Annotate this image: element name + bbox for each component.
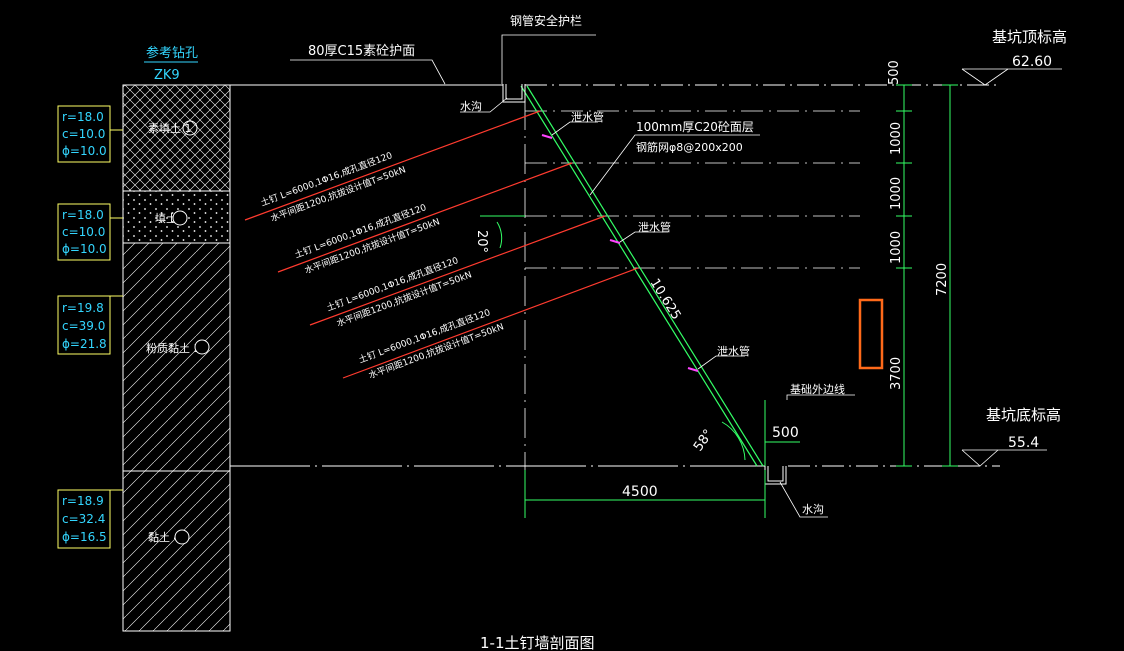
top-elev-title: 基坑顶标高 — [992, 28, 1067, 46]
dim-1000-c: 1000 — [889, 231, 904, 264]
section-title: 1-1土钉墙剖面图 — [480, 634, 595, 651]
svg-text:r=19.8: r=19.8 — [62, 301, 104, 315]
shotcrete-leader — [589, 134, 760, 196]
slope-face — [520, 85, 764, 467]
ditch-bottom-label: 水沟 — [802, 503, 824, 516]
angle-20-label: 20° — [474, 230, 489, 253]
railing-leader — [501, 34, 596, 84]
nail-row-guides — [525, 110, 860, 269]
excavation-leader — [786, 394, 855, 400]
layer-4-hatch — [122, 470, 231, 632]
layer-1-hatch — [122, 84, 231, 192]
ditch-bottom-leader — [779, 481, 828, 518]
svg-text:c=39.0: c=39.0 — [62, 319, 105, 333]
svg-text:ϕ=21.8: ϕ=21.8 — [62, 337, 107, 351]
layer-3-hatch — [122, 242, 231, 472]
dim-horizontal-500 — [764, 400, 800, 466]
excavation-label: 基础外边线 — [790, 382, 845, 396]
selection-marker[interactable] — [858, 298, 884, 370]
bottom-elevation-mark: 基坑底标高 55.4 — [961, 406, 1061, 467]
layer-4-marker — [174, 529, 190, 545]
dim-3700: 3700 — [889, 357, 904, 390]
svg-text:r=18.0: r=18.0 — [62, 110, 104, 124]
svg-text:c=10.0: c=10.0 — [62, 225, 105, 239]
layer-2-props: r=18.0 c=10.0 ϕ=10.0 — [57, 203, 123, 261]
drain-pipes — [541, 134, 699, 372]
soil-nails — [244, 110, 639, 379]
bottom-elev-title: 基坑底标高 — [986, 406, 1061, 424]
top-elev-value: 62.60 — [1012, 54, 1052, 70]
angle-58-label: 58° — [691, 427, 717, 454]
bottom-elev-value: 55.4 — [1008, 435, 1039, 451]
drain-leaders — [551, 121, 745, 370]
shotcrete-label-1: 100mm厚C20砼面层 — [636, 120, 754, 134]
svg-text:ϕ=10.0: ϕ=10.0 — [62, 242, 107, 256]
nail-2 — [277, 162, 573, 273]
dim-horizontal-4500 — [524, 470, 766, 518]
borehole-column — [122, 84, 231, 632]
svg-text:r=18.0: r=18.0 — [62, 208, 104, 222]
top-ditch — [502, 84, 526, 103]
layer-3-marker — [194, 339, 210, 355]
bottom-ditch — [764, 466, 787, 485]
shotcrete-label-2: 钢筋网φ8@200x200 — [636, 140, 743, 154]
dim-4500: 4500 — [622, 484, 658, 500]
angle-58-arc — [721, 421, 746, 461]
svg-text:r=18.9: r=18.9 — [62, 494, 104, 508]
slope-length: 10.625 — [647, 276, 684, 323]
ditch-top-leader — [460, 97, 508, 113]
railing-label: 钢管安全护栏 — [510, 13, 582, 28]
nail-1 — [244, 110, 541, 221]
layer-1-name: 素填土 1 — [148, 121, 192, 135]
svg-text:c=32.4: c=32.4 — [62, 512, 105, 526]
borehole-header: 参考钻孔 ZK9 — [144, 45, 198, 83]
dim-vertical-chain — [896, 84, 958, 467]
dim-1000-b: 1000 — [889, 177, 904, 210]
drain-1-label: 泄水管 — [571, 110, 604, 124]
layer-3-props: r=19.8 c=39.0 ϕ=21.8 — [57, 295, 123, 355]
surface-leader — [290, 59, 446, 85]
layer-2-marker — [172, 210, 188, 226]
dim-500-bottom: 500 — [772, 425, 799, 441]
layer-1-props: r=18.0 c=10.0 ϕ=10.0 — [57, 105, 123, 163]
surface-label: 80厚C15素砼护面 — [308, 44, 415, 59]
layer-3-name: 粉质黏土 3 — [146, 341, 201, 355]
svg-text:c=10.0: c=10.0 — [62, 127, 105, 141]
borehole-id: ZK9 — [154, 68, 180, 83]
top-elevation-mark: 基坑顶标高 62.60 — [961, 28, 1067, 86]
layer-4-props: r=18.9 c=32.4 ϕ=16.5 — [57, 489, 123, 549]
layer-4-name: 黏土 4 — [148, 530, 181, 544]
ditch-top-label: 水沟 — [460, 100, 482, 113]
borehole-label: 参考钻孔 — [146, 45, 198, 61]
svg-text:ϕ=16.5: ϕ=16.5 — [62, 530, 107, 544]
nail-3 — [309, 215, 606, 326]
dim-500-top: 500 — [887, 60, 902, 85]
svg-text:ϕ=10.0: ϕ=10.0 — [62, 144, 107, 158]
nail-labels: 土钉 L=6000,1Φ16,成孔直径120 水平间距1200,抗拔设计值T=5… — [259, 149, 505, 381]
drain-3-label: 泄水管 — [717, 344, 750, 358]
dim-7200: 7200 — [935, 263, 950, 296]
drain-2-label: 泄水管 — [638, 220, 671, 234]
angle-20-mark — [480, 215, 525, 249]
layer-1-marker — [182, 120, 198, 136]
dim-1000-a: 1000 — [889, 122, 904, 155]
nail-4 — [342, 267, 639, 379]
